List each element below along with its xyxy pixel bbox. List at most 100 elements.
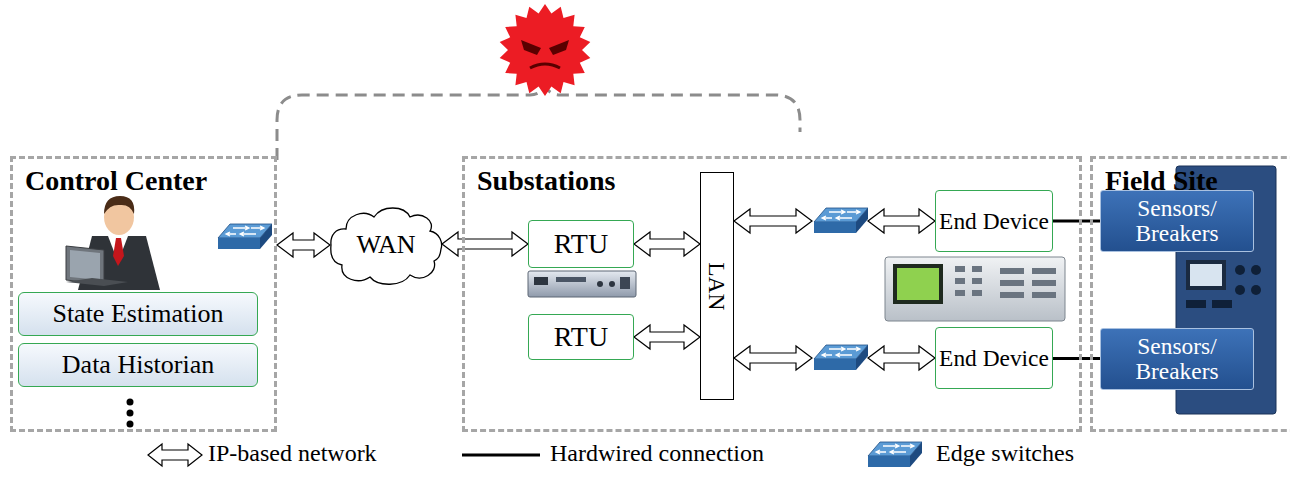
cloud-outline	[331, 208, 442, 284]
legend-text: Edge switches	[936, 440, 1074, 467]
box-label: RTU	[554, 322, 608, 351]
relay-hardware	[972, 290, 982, 296]
sensor-box: Sensors/ Breakers	[1100, 328, 1254, 390]
ip-network-arrow	[634, 232, 700, 256]
ip-network-arrow	[734, 209, 812, 233]
ip-network-arrow	[868, 209, 935, 233]
field-relay-panel	[1235, 265, 1245, 275]
region-panel: Control CenterState EstimationData Histo…	[10, 156, 277, 432]
lan-bus: LAN	[700, 172, 734, 400]
ip-network-arrow	[277, 233, 330, 257]
ip-network-link	[442, 232, 528, 256]
relay-hardware	[1032, 292, 1056, 298]
box-label: Sensors/ Breakers	[1101, 334, 1253, 383]
relay-hardware	[1000, 268, 1024, 274]
sensor-box: Sensors/ Breakers	[1100, 190, 1254, 252]
ip-network-link	[734, 346, 935, 370]
ip-network-arrow	[734, 346, 812, 370]
relay-hardware	[1032, 268, 1056, 274]
ip-network-arrow	[442, 232, 528, 256]
box-label: Data Historian	[62, 351, 214, 378]
rtu-hardware	[609, 281, 615, 287]
edge-switch-icon	[218, 224, 272, 249]
relay-hardware	[972, 278, 982, 284]
relay-hardware	[893, 264, 943, 304]
box-label: LAN	[705, 262, 730, 310]
relay-hardware	[1032, 280, 1056, 286]
attacker-icon	[521, 40, 541, 55]
rtu-hardware	[556, 277, 586, 282]
ip-network-link	[634, 232, 700, 256]
operator-icon	[66, 196, 160, 290]
field-relay-panel	[1251, 265, 1261, 275]
field-relay-panel	[1190, 264, 1222, 286]
box-label: RTU	[554, 229, 608, 258]
region-title: Substations	[477, 165, 616, 197]
field-relay-panel	[1186, 265, 1261, 308]
attacker-icon	[500, 4, 591, 96]
legend-samples	[462, 454, 540, 457]
field-relay-panel	[1212, 300, 1232, 308]
end-device-box: End Device	[935, 327, 1053, 389]
ip-network-arrow	[868, 346, 935, 370]
region-panel: SubstationsRTURTULANEnd DeviceEnd Device	[462, 156, 1082, 432]
box-label: End Device	[939, 346, 1049, 371]
operator-icon	[66, 278, 128, 286]
relay-hardware	[1000, 280, 1024, 286]
attack-bracket	[277, 86, 800, 160]
network-cloud: WAN	[330, 203, 442, 287]
end-device-box: End Device	[935, 190, 1053, 252]
relay-hardware	[955, 278, 965, 284]
operator-icon	[70, 250, 100, 280]
attacker-icon	[500, 4, 591, 96]
ip-network-link	[277, 233, 330, 257]
operator-icon	[66, 246, 104, 284]
function-box: Data Historian	[18, 343, 258, 387]
rtu-hardware	[528, 271, 636, 297]
legend-text: Hardwired connection	[550, 440, 764, 467]
rtu-hardware	[620, 277, 630, 289]
field-relay-panel	[1235, 285, 1245, 295]
legend-samples	[868, 442, 922, 467]
box-label: Sensors/ Breakers	[1101, 196, 1253, 245]
region-title: Control Center	[25, 165, 207, 197]
relay-hardware	[972, 266, 982, 272]
ip-network-link	[634, 325, 700, 349]
legend-samples	[148, 444, 202, 466]
box-label: WAN	[356, 231, 415, 258]
edge-switch-icon	[814, 208, 868, 233]
more-dots	[127, 410, 134, 417]
field-relay-panel	[1251, 285, 1261, 295]
rtu-hardware	[597, 281, 603, 287]
edge-switch-icon	[814, 345, 868, 370]
field-relay-panel	[1186, 300, 1206, 308]
operator-icon	[104, 196, 134, 214]
relay-hardware	[955, 266, 1056, 298]
relay-hardware	[885, 257, 1065, 321]
rtu-hardware	[534, 277, 548, 285]
more-dots	[127, 421, 134, 428]
relay-hardware	[955, 290, 965, 296]
region-panel: Field SiteSensors/ BreakersSensors/ Brea…	[1090, 156, 1290, 432]
more-dots	[127, 399, 134, 428]
relay-hardware	[885, 257, 1065, 321]
field-relay-panel	[1186, 260, 1226, 290]
rtu-box: RTU	[528, 314, 634, 360]
box-label: State Estimation	[52, 300, 223, 327]
ip-network-arrow	[634, 325, 700, 349]
operator-icon	[113, 238, 124, 266]
box-label: End Device	[939, 209, 1049, 234]
function-box: State Estimation	[18, 292, 258, 336]
relay-hardware	[955, 266, 965, 272]
relay-hardware	[1000, 292, 1024, 298]
attacker-icon	[549, 40, 569, 55]
ip-network-link	[734, 209, 935, 233]
relay-hardware	[897, 268, 939, 300]
rtu-box: RTU	[528, 220, 634, 268]
attacker-icon	[530, 64, 560, 68]
rtu-hardware	[528, 271, 636, 297]
more-dots	[127, 399, 134, 406]
